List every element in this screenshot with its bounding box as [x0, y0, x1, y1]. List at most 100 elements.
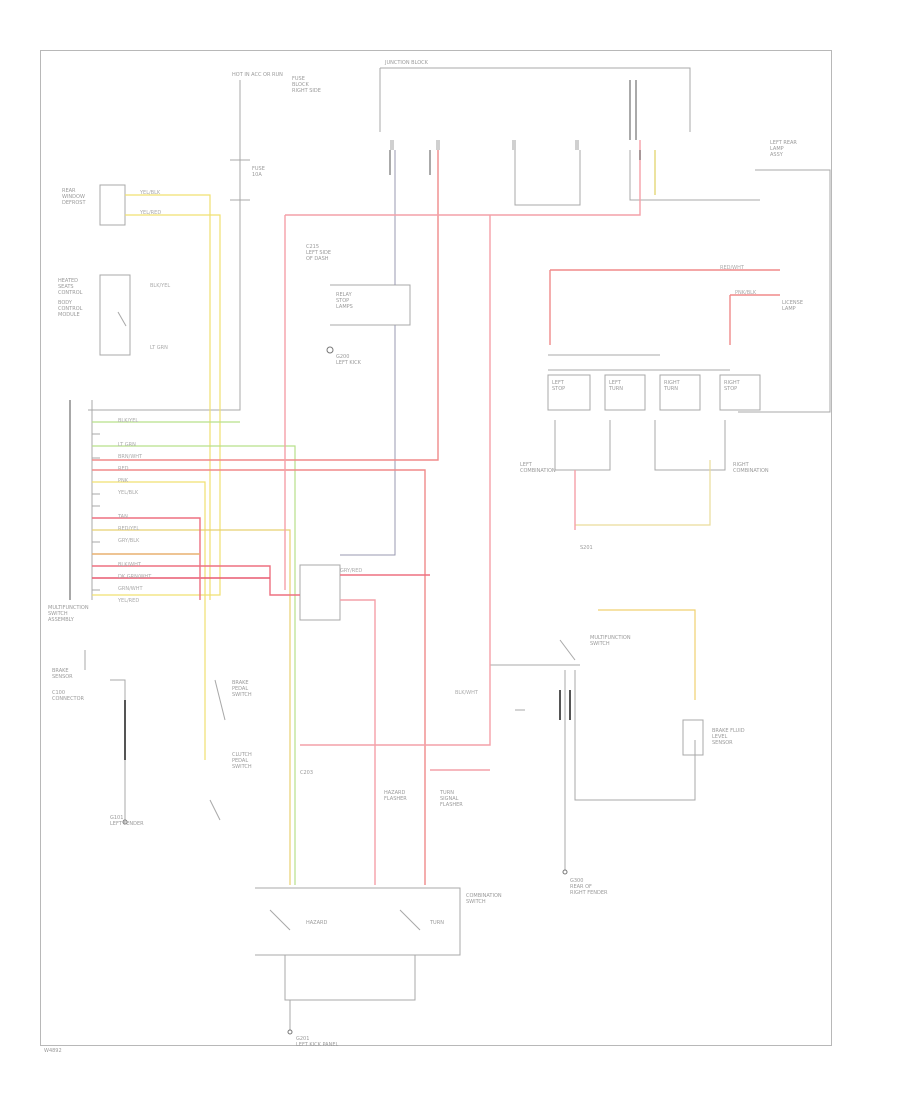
- yellow-wire-5: [575, 460, 711, 526]
- label-mid-bottom-b: HAZARD FLASHER: [384, 790, 407, 802]
- ignition-feed-wire: [88, 80, 241, 411]
- connector-stub-3: [512, 140, 516, 150]
- label-switch-b: CLUTCH PEDAL SWITCH: [232, 752, 252, 770]
- label-junction-top: JUNCTION BLOCK: [385, 60, 428, 66]
- label-rear-window: REAR WINDOW DEFROST: [62, 188, 86, 206]
- gray-wire-2: [340, 325, 396, 556]
- wire-code-8: BLK/WHT: [455, 690, 478, 696]
- label-relay-mid: RELAY STOP LAMPS: [336, 292, 353, 310]
- right-top-box: [514, 150, 581, 206]
- connector-pin-label: BLK/WHT: [118, 562, 141, 568]
- label-joint: S201: [580, 545, 593, 551]
- connector-pin-label: YEL/RED: [118, 598, 140, 604]
- black-wire-3: [629, 80, 637, 140]
- wire-code-5: RED/WHT: [720, 265, 744, 271]
- combination-switches: [269, 909, 421, 931]
- connector-pin-label: DK GRN/WHT: [118, 574, 152, 580]
- pink-wire-6: [340, 599, 376, 885]
- connector-pin-label: BLK/YEL: [118, 418, 139, 424]
- connector-pin-label: LT GRN: [118, 442, 136, 448]
- label-switch-a: BRAKE PEDAL SWITCH: [232, 680, 252, 698]
- wire-code-7: GRY/RED: [340, 568, 363, 574]
- ground-mid-symbol: [326, 346, 334, 354]
- wire-code-1: YEL/BLK: [140, 190, 161, 196]
- wire-code-6: PNK/BLK: [735, 290, 757, 296]
- label-left-rear-lamp: LEFT REAR LAMP ASSY: [770, 140, 797, 158]
- pink-wire-mid: [430, 215, 491, 746]
- label-mid-right: RIGHT COMBINATION: [733, 462, 769, 474]
- label-fuse-small: FUSE 10A: [252, 166, 265, 178]
- fuse-box: [230, 159, 250, 201]
- yellow-wire-6: [598, 609, 696, 700]
- label-c-connector: C215 LEFT SIDE OF DASH: [306, 244, 332, 262]
- label-right-multi: MULTIFUNCTION SWITCH: [590, 635, 631, 647]
- label-sensor-left: BRAKE SENSOR: [52, 668, 73, 680]
- label-bottom-ground: G201 LEFT KICK PANEL: [296, 1036, 339, 1048]
- ground-right-symbol: [562, 869, 568, 875]
- label-fuse-top-right: FUSE BLOCK RIGHT SIDE: [292, 76, 321, 94]
- red-wire-3: [92, 565, 300, 596]
- label-mid-bottom-a: C203: [300, 770, 314, 776]
- sensor-loop: [574, 670, 696, 801]
- lamp-box-2: [604, 374, 646, 411]
- lamp-box-1: [547, 374, 591, 411]
- module-switch: [117, 311, 127, 327]
- label-ignition-fuse-top: HOT IN ACC OR RUN: [232, 72, 283, 78]
- label-bottom-a: HAZARD: [306, 920, 328, 926]
- label-ground-mid: G200 LEFT KICK: [336, 354, 361, 366]
- combination-switch-body: [284, 955, 416, 1001]
- ground-left-symbol: [122, 819, 128, 825]
- pedal-switches: [209, 679, 226, 821]
- yellow-wire-2: [92, 214, 221, 596]
- label-lamp-2: LEFT TURN: [609, 380, 623, 392]
- wire-code-3: BLK/YEL: [150, 283, 171, 289]
- black-wire-2: [559, 690, 571, 720]
- label-right-sensor: BRAKE FLUID LEVEL SENSOR: [712, 728, 745, 746]
- connector-pin-label: BRN/WHT: [118, 454, 143, 460]
- wire-code-4: LT GRN: [150, 345, 168, 351]
- label-control-module: MULTIFUNCTION SWITCH ASSEMBLY: [48, 605, 89, 623]
- label-bottom-b: TURN: [430, 920, 444, 926]
- footer-code: W4892: [44, 1048, 62, 1054]
- label-module-left-a: HEATED SEATS CONTROL: [58, 278, 83, 296]
- connector-pin-label: PNK: [118, 478, 129, 484]
- lamp-box-3: [659, 374, 701, 411]
- connector-stub-4: [575, 140, 579, 150]
- yellow-wire-1: [125, 194, 211, 600]
- yellow-wire-3: [92, 481, 206, 760]
- switch-contact: [559, 639, 576, 661]
- left-sensor-wire: [84, 650, 126, 820]
- pink-wire-top: [285, 140, 641, 216]
- lamp-lower-2: [654, 420, 726, 471]
- label-lamp-3: RIGHT TURN: [664, 380, 680, 392]
- label-module-left-b: BODY CONTROL MODULE: [58, 300, 83, 318]
- diagram-frame: [40, 50, 832, 1046]
- red-wire-2: [92, 469, 426, 885]
- red-wire-6: [92, 517, 201, 600]
- connector-pin-label: TAN: [118, 514, 128, 520]
- label-ground-bottom-right: G300 REAR OF RIGHT FENDER: [570, 878, 608, 896]
- red-wire-1: [92, 140, 439, 461]
- label-lamp-4: RIGHT STOP: [724, 380, 740, 392]
- module-left-box: [99, 274, 131, 356]
- lamp-box-4: [719, 374, 761, 411]
- connector-pin-label: RED/YEL: [118, 526, 140, 532]
- lamp-assy-box: [738, 169, 831, 413]
- fluid-sensor-box: [682, 719, 704, 756]
- label-rear-ground: LICENSE LAMP: [782, 300, 803, 312]
- lamp-lower-1: [554, 420, 611, 471]
- connector-pins: [92, 409, 100, 591]
- green-wire-1: [92, 445, 296, 885]
- connector-stub-2: [436, 140, 440, 150]
- junction-block-outline: [380, 67, 691, 132]
- combination-switch-top: [255, 887, 461, 956]
- connector-stub-1: [390, 140, 394, 150]
- relay-box-lower: [299, 564, 341, 621]
- black-stubs: [389, 150, 641, 175]
- wire-code-2: YEL/RED: [140, 210, 162, 216]
- label-conn-left: C100 CONNECTOR: [52, 690, 85, 702]
- label-mid-bottom-c: TURN SIGNAL FLASHER: [440, 790, 463, 808]
- label-bottom-module: COMBINATION SWITCH: [466, 893, 502, 905]
- label-mid-left: LEFT COMBINATION: [520, 462, 556, 474]
